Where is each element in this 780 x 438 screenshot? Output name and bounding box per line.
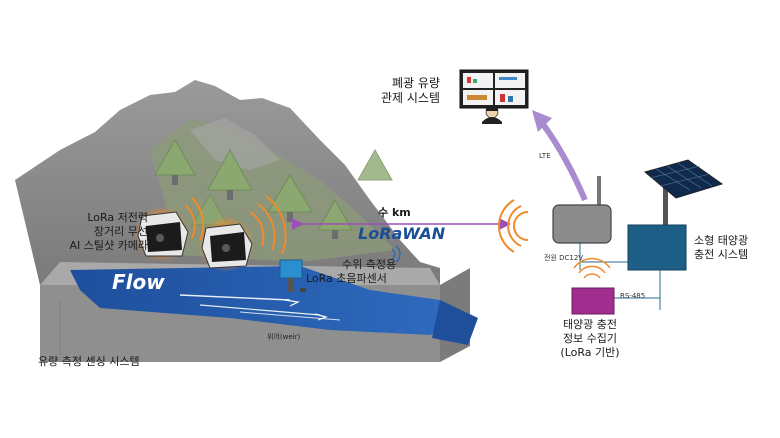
water-flow [70, 266, 478, 345]
rs485-label: RS-485 [620, 292, 646, 300]
collector-signal-waves [573, 257, 611, 279]
lora-gateway [552, 176, 628, 270]
ultrasonic-sensor [279, 259, 306, 292]
lte-label: LTE [539, 152, 551, 160]
lorawan-signal-icon [391, 245, 401, 263]
solar-system-label-line-1: 소형 태양광 [694, 234, 749, 247]
solar-charging-box [614, 224, 687, 310]
collector-label-line-1: 태양광 충전 [562, 318, 618, 331]
lorawan-logo: LoRaWAN [358, 224, 446, 243]
lte-uplink-arrow [532, 110, 588, 202]
camera-label-line-1: LoRa 저전력 [87, 211, 148, 224]
weir-label: 위어(weir) [267, 333, 301, 341]
camera-label-line-2: 장거리 무선 [93, 224, 148, 238]
control-monitor [459, 69, 529, 124]
camera-label: LoRa 저전력 장거리 무선 AI 스틸샷 카메라 [24, 211, 148, 252]
monitor-title-line-1: 폐광 유량 [392, 76, 440, 90]
collector-label-line-2: 정보 수집기 [562, 331, 618, 345]
forest-trees [154, 138, 393, 239]
power-label: 전원 DC12V [544, 254, 584, 262]
water-sensor-label-line-2: LoRa 초음파센서 [306, 271, 387, 285]
camera-label-line-3: AI 스틸샷 카메라 [69, 238, 148, 252]
distance-label: 수 km [378, 206, 411, 219]
camera-left [134, 197, 205, 262]
flow-label: Flow [112, 270, 165, 294]
solar-system-label: 소형 태양광 충전 시스템 [694, 234, 748, 262]
solar-system-label-line-2: 충전 시스템 [694, 247, 749, 261]
water-sensor-label: 수위 측정용 LoRa 초음파센서 [306, 258, 396, 286]
solar-info-collector [571, 287, 615, 315]
collector-label-line-3: (LoRa 기반) [560, 345, 620, 359]
monitor-title-line-2: 관제 시스템 [380, 91, 440, 105]
gateway-signal-waves [497, 199, 529, 253]
water-sensor-label-line-1: 수위 측정용 [342, 258, 397, 271]
collector-label: 태양광 충전 정보 수집기 (LoRa 기반) [530, 318, 650, 359]
monitor-title: 폐광 유량 관제 시스템 [360, 76, 440, 106]
solar-panel [643, 159, 724, 226]
system-name-label: 유량 측정 센싱 시스템 [38, 355, 140, 368]
camera-right [198, 195, 287, 272]
